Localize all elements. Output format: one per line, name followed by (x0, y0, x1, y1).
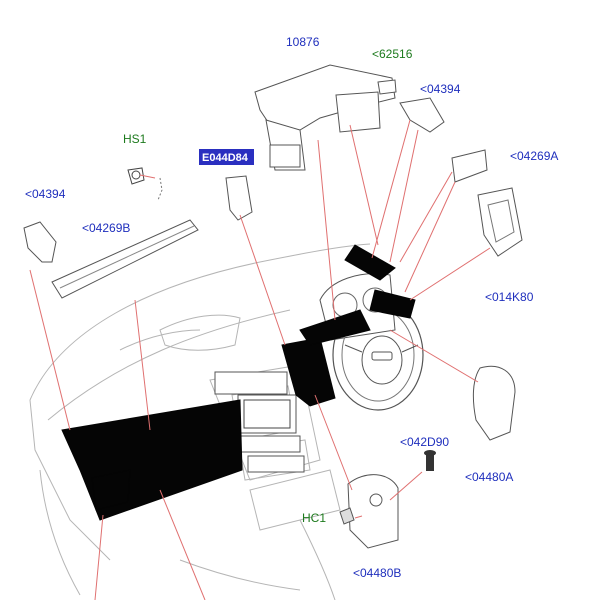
label-014k80: <014K80 (485, 290, 534, 304)
screw-hs1 (127, 167, 163, 201)
label-04269b: <04269B (82, 221, 130, 235)
switch-panel-014k80 (477, 187, 523, 257)
label-e044d84: E044D84 (202, 152, 249, 164)
leader-lines (29, 119, 491, 600)
part-e044d84 (225, 175, 253, 221)
center-console (214, 371, 305, 473)
part-labels: 10876 <62516 <04394 HS1 E044D84 <04269A … (25, 35, 558, 580)
label-04480b: <04480B (353, 566, 401, 580)
upper-dash-bracket (254, 64, 396, 171)
clip-hc1 (339, 507, 355, 525)
cover-04480b (347, 474, 399, 549)
right-end-trim (399, 97, 445, 133)
fastener-042d90 (424, 450, 436, 471)
label-04394-right: <04394 (420, 82, 461, 96)
bracket-04269b (51, 219, 199, 299)
cover-04480a (472, 365, 516, 441)
label-62516: <62516 (372, 47, 413, 61)
bracket-04269a (451, 149, 488, 183)
dashboard-outline (29, 243, 371, 600)
label-04480a: <04480A (465, 470, 513, 484)
left-end-trim (23, 221, 57, 263)
label-hs1: HS1 (123, 132, 147, 146)
black-trim-panels (61, 244, 416, 521)
label-042d90: <042D90 (400, 435, 449, 449)
label-hc1: HC1 (302, 511, 326, 525)
label-10876: 10876 (286, 35, 320, 49)
highlight-box (199, 149, 254, 165)
label-04394-left: <04394 (25, 187, 66, 201)
label-04269a: <04269A (510, 149, 558, 163)
clip-62516 (377, 79, 397, 95)
